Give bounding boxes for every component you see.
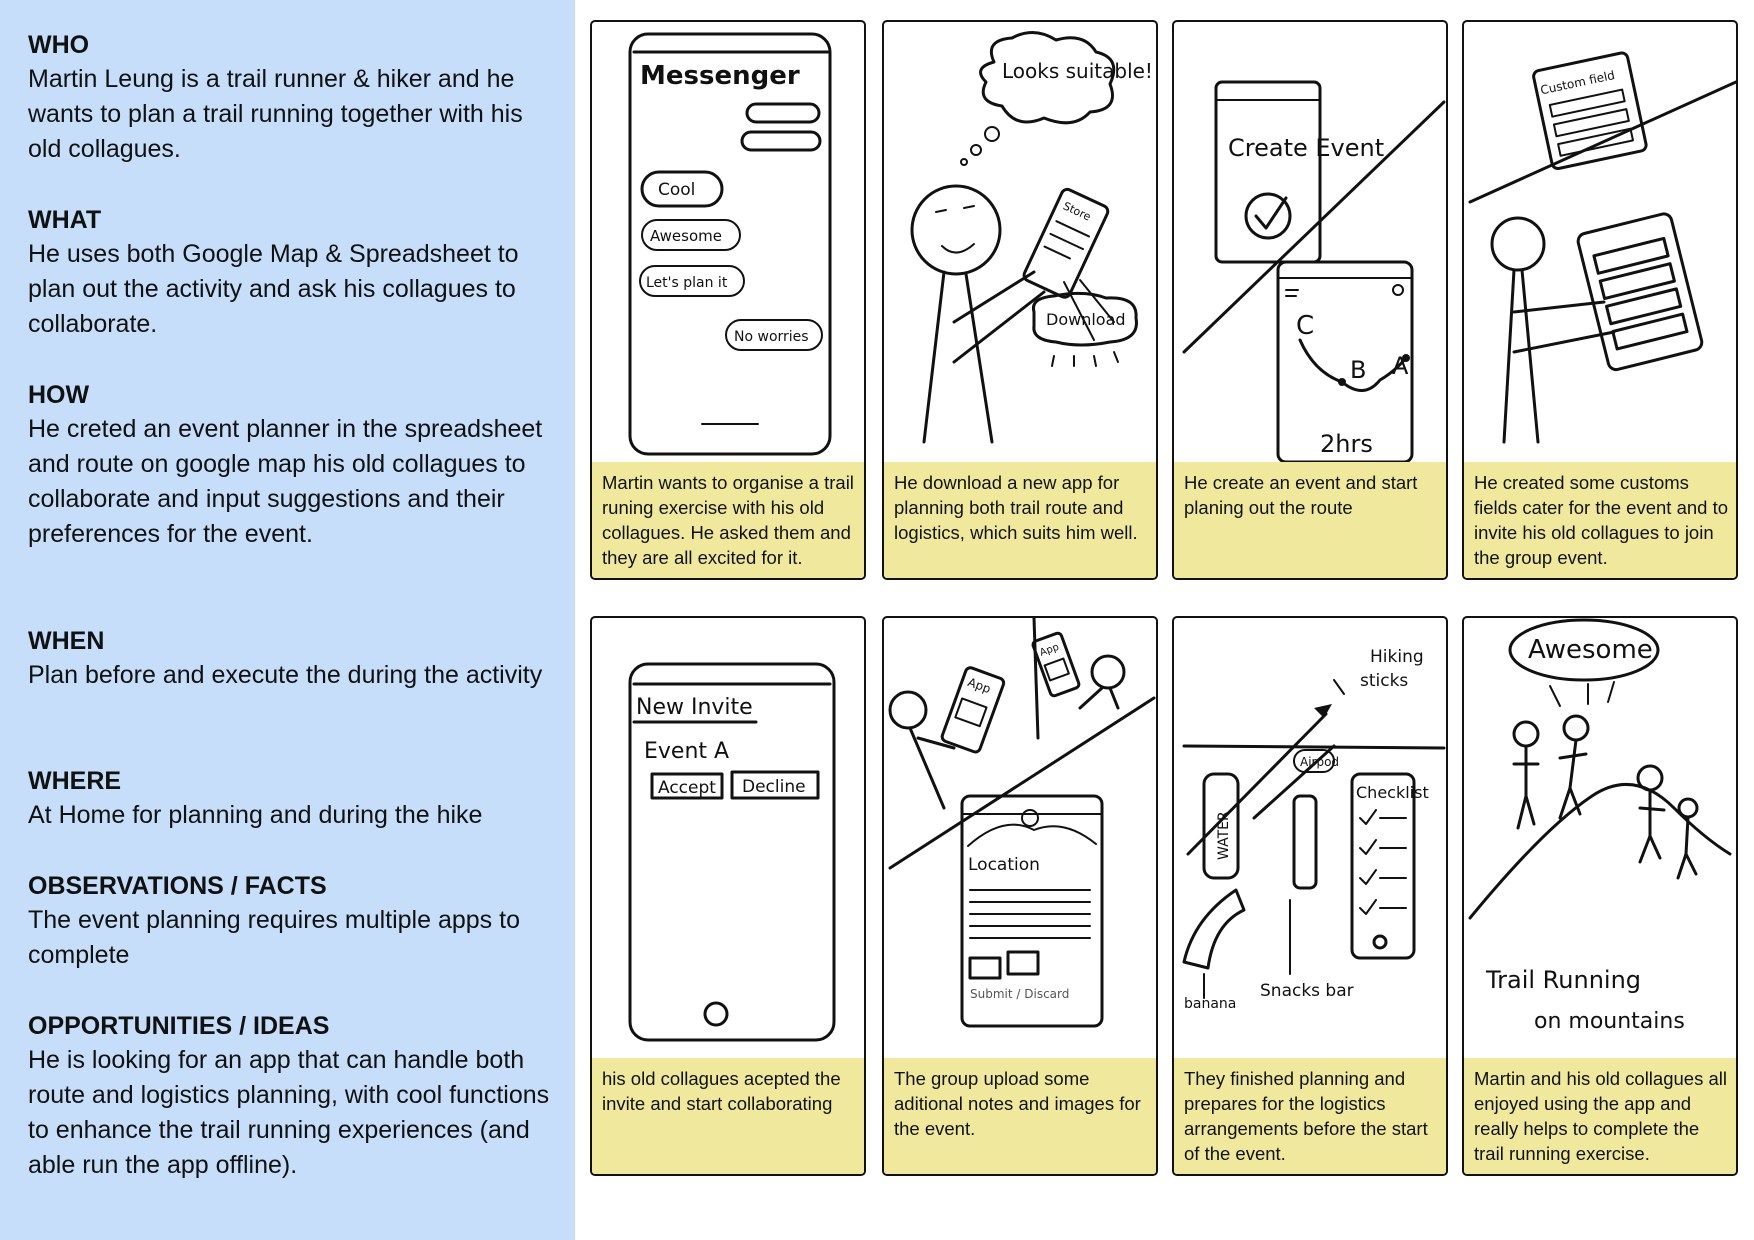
- when-heading: WHEN: [28, 627, 105, 655]
- submit-discard: Submit / Discard: [970, 987, 1069, 1001]
- thought-bubble: Looks suitable!: [1002, 59, 1153, 83]
- new-invite-sketch: New Invite Event A Accept Decline: [628, 662, 836, 1042]
- panel-1-caption: Martin wants to organise a trail runing …: [592, 462, 864, 578]
- create-event-card: Create Event: [1228, 134, 1384, 162]
- observations-section: OBSERVATIONS / FACTS The event planning …: [28, 869, 558, 973]
- panel-8-caption: Martin and his old collagues all enjoyed…: [1464, 1058, 1736, 1174]
- where-body: At Home for planning and during the hike: [28, 801, 483, 829]
- panel-5-caption: his old collagues acepted the invite and…: [592, 1058, 864, 1174]
- how-body: He creted an event planner in the spread…: [28, 415, 543, 548]
- water-bottle: WATER: [1216, 811, 1232, 860]
- storyboard-panel-1: Messenger Cool Awesome Let's plan it No …: [590, 20, 866, 580]
- persona-sidebar: WHO Martin Leung is a trail runner & hik…: [0, 0, 575, 1240]
- storyboard-panel-2: Looks suitable! Store Download He downlo…: [882, 20, 1158, 580]
- route-point-c: C: [1296, 311, 1314, 341]
- phone-1-app: App: [966, 675, 993, 696]
- bubble-no-worries: No worries: [734, 329, 809, 345]
- decline-button: Decline: [742, 777, 806, 797]
- upload-notes-sketch: App App Location Submit / Discard: [888, 618, 1156, 1028]
- route-duration: 2hrs: [1320, 430, 1373, 458]
- route-point-b: B: [1350, 356, 1366, 384]
- store-label: Store: [1061, 199, 1093, 223]
- what-heading: WHAT: [28, 206, 102, 234]
- panel-6-caption: The group upload some aditional notes an…: [884, 1058, 1156, 1174]
- what-body: He uses both Google Map & Spreadsheet to…: [28, 240, 519, 338]
- opportunities-body: He is looking for an app that can handle…: [28, 1046, 550, 1179]
- who-section: WHO Martin Leung is a trail runner & hik…: [28, 28, 558, 167]
- download-button: Download: [1046, 310, 1126, 329]
- panel-4-caption: He created some customs fields cater for…: [1464, 462, 1736, 578]
- phone-2-app: App: [1038, 642, 1060, 659]
- awesome-shout: Awesome: [1528, 635, 1653, 665]
- hiking-sticks-label-1: Hiking: [1370, 647, 1424, 667]
- how-section: HOW He creted an event planner in the sp…: [28, 378, 558, 552]
- messenger-title: Messenger: [640, 61, 800, 91]
- accept-button: Accept: [658, 778, 716, 798]
- invite-event-name: Event A: [644, 739, 729, 764]
- location-field: Location: [968, 855, 1040, 875]
- bubble-lets-plan: Let's plan it: [646, 275, 728, 291]
- what-section: WHAT He uses both Google Map & Spreadshe…: [28, 203, 558, 342]
- create-event-sketch: Create Event C B A 2hrs: [1182, 80, 1446, 462]
- invite-title: New Invite: [636, 695, 753, 720]
- checklist-title: Checklist: [1356, 783, 1429, 802]
- when-body: Plan before and execute the during the a…: [28, 661, 543, 689]
- storyboard-panel-4: Custom field He created some customs fie…: [1462, 20, 1738, 580]
- who-heading: WHO: [28, 31, 90, 59]
- panel-3-caption: He create an event and start planing out…: [1174, 462, 1446, 578]
- storyboard-panel-5: New Invite Event A Accept Decline his ol…: [590, 616, 866, 1176]
- trail-running-line-1: Trail Running: [1485, 966, 1641, 994]
- trail-running-sketch: Awesome Trail Running on mountains: [1468, 618, 1732, 1034]
- snacks-label: Snacks bar: [1260, 981, 1354, 1001]
- storyboard-panel-8: Awesome Trail Running on mountains Marti…: [1462, 616, 1738, 1176]
- airpod-label: Airpod: [1300, 755, 1339, 769]
- observations-heading: OBSERVATIONS / FACTS: [28, 872, 327, 900]
- when-section: WHEN Plan before and execute the during …: [28, 624, 558, 693]
- storyboard-panel-6: App App Location Submit / Discard The gr…: [882, 616, 1158, 1176]
- hiking-sticks-label-2: sticks: [1360, 671, 1408, 691]
- banana-label: banana: [1184, 996, 1236, 1012]
- messenger-sketch: Messenger Cool Awesome Let's plan it No …: [628, 32, 832, 456]
- bubble-cool: Cool: [658, 180, 695, 200]
- observations-body: The event planning requires multiple app…: [28, 906, 520, 969]
- panel-7-caption: They finished planning and prepares for …: [1174, 1058, 1446, 1174]
- how-heading: HOW: [28, 381, 90, 409]
- opportunities-section: OPPORTUNITIES / IDEAS He is looking for …: [28, 1009, 558, 1183]
- where-section: WHERE At Home for planning and during th…: [28, 764, 558, 833]
- download-sketch: Looks suitable! Store Download: [910, 31, 1153, 444]
- who-body: Martin Leung is a trail runner & hiker a…: [28, 65, 523, 163]
- bubble-awesome: Awesome: [650, 227, 722, 245]
- where-heading: WHERE: [28, 767, 122, 795]
- panel-2-caption: He download a new app for planning both …: [884, 462, 1156, 578]
- trail-running-line-2: on mountains: [1534, 1009, 1685, 1034]
- logistics-sketch: Hiking sticks WATER Airpod Checklist ban…: [1182, 647, 1446, 1012]
- storyboard-panel-7: Hiking sticks WATER Airpod Checklist ban…: [1172, 616, 1448, 1176]
- opportunities-heading: OPPORTUNITIES / IDEAS: [28, 1012, 330, 1040]
- custom-fields-sketch: Custom field: [1468, 51, 1736, 444]
- storyboard-panel-3: Create Event C B A 2hrs He create an eve…: [1172, 20, 1448, 580]
